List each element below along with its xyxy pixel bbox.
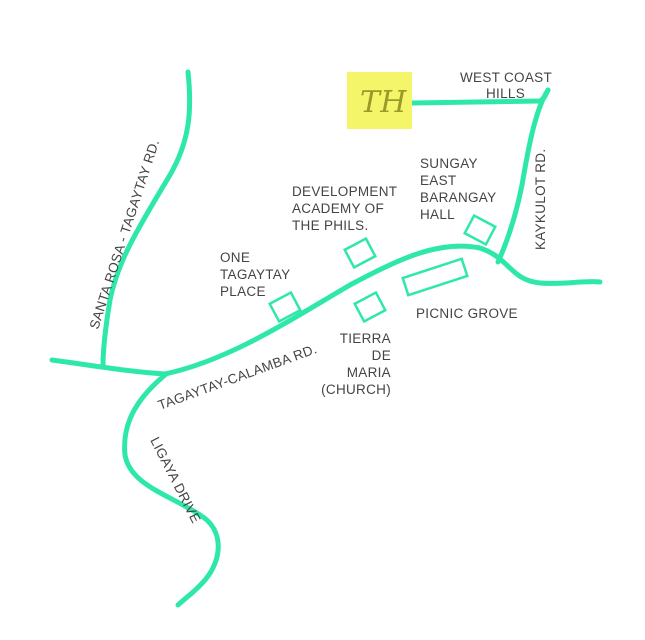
tagaytay-calamba-road [49,243,603,377]
label-sungay: SUNGAY [420,156,478,171]
label-kaykulot-road: KAYKULOT RD. [533,149,548,250]
picnic-grove-building [401,257,469,297]
label-santa-rosa-road: SANTA ROSA - TAGAYTAY RD. [87,137,163,330]
santa-rosa-tagaytay-road [100,69,193,369]
label-sungay: HALL [420,207,455,222]
label-tierra: MARIA [347,365,391,380]
label-dap: DEVELOPMENT [292,184,397,199]
th-logo: TH [347,72,412,129]
label-dap: ACADEMY OF [292,201,384,216]
kaykulot-road [495,87,551,265]
west-coast-road [409,87,551,106]
label-sungay: BARANGAY [420,190,496,205]
label-one-tagaytay: TAGAYTAY [220,267,290,282]
svg-text:TH: TH [360,85,407,120]
label-dap: THE PHILS. [292,218,369,233]
tierra-de-maria-building [353,290,387,324]
label-picnic-grove: PICNIC GROVE [416,306,518,321]
label-one-tagaytay: PLACE [220,284,266,299]
dap-building [343,236,377,270]
one-tagaytay-place-building [268,290,302,324]
label-tierra: (CHURCH) [321,382,391,397]
label-one-tagaytay: ONE [220,250,250,265]
label-tierra: TIERRA [340,331,391,346]
label-west-coast: WEST COAST [460,70,552,85]
label-west-coast: HILLS [486,86,525,101]
label-tierra: DE [372,348,391,363]
label-sungay: EAST [420,173,456,188]
ligaya-drive-road [122,372,221,608]
label-ligaya-drive: LIGAYA DRIVE [147,435,203,526]
label-tagaytay-calamba-road: TAGAYTAY-CALAMBA RD. [156,341,319,413]
sungay-hall-building [463,213,497,247]
